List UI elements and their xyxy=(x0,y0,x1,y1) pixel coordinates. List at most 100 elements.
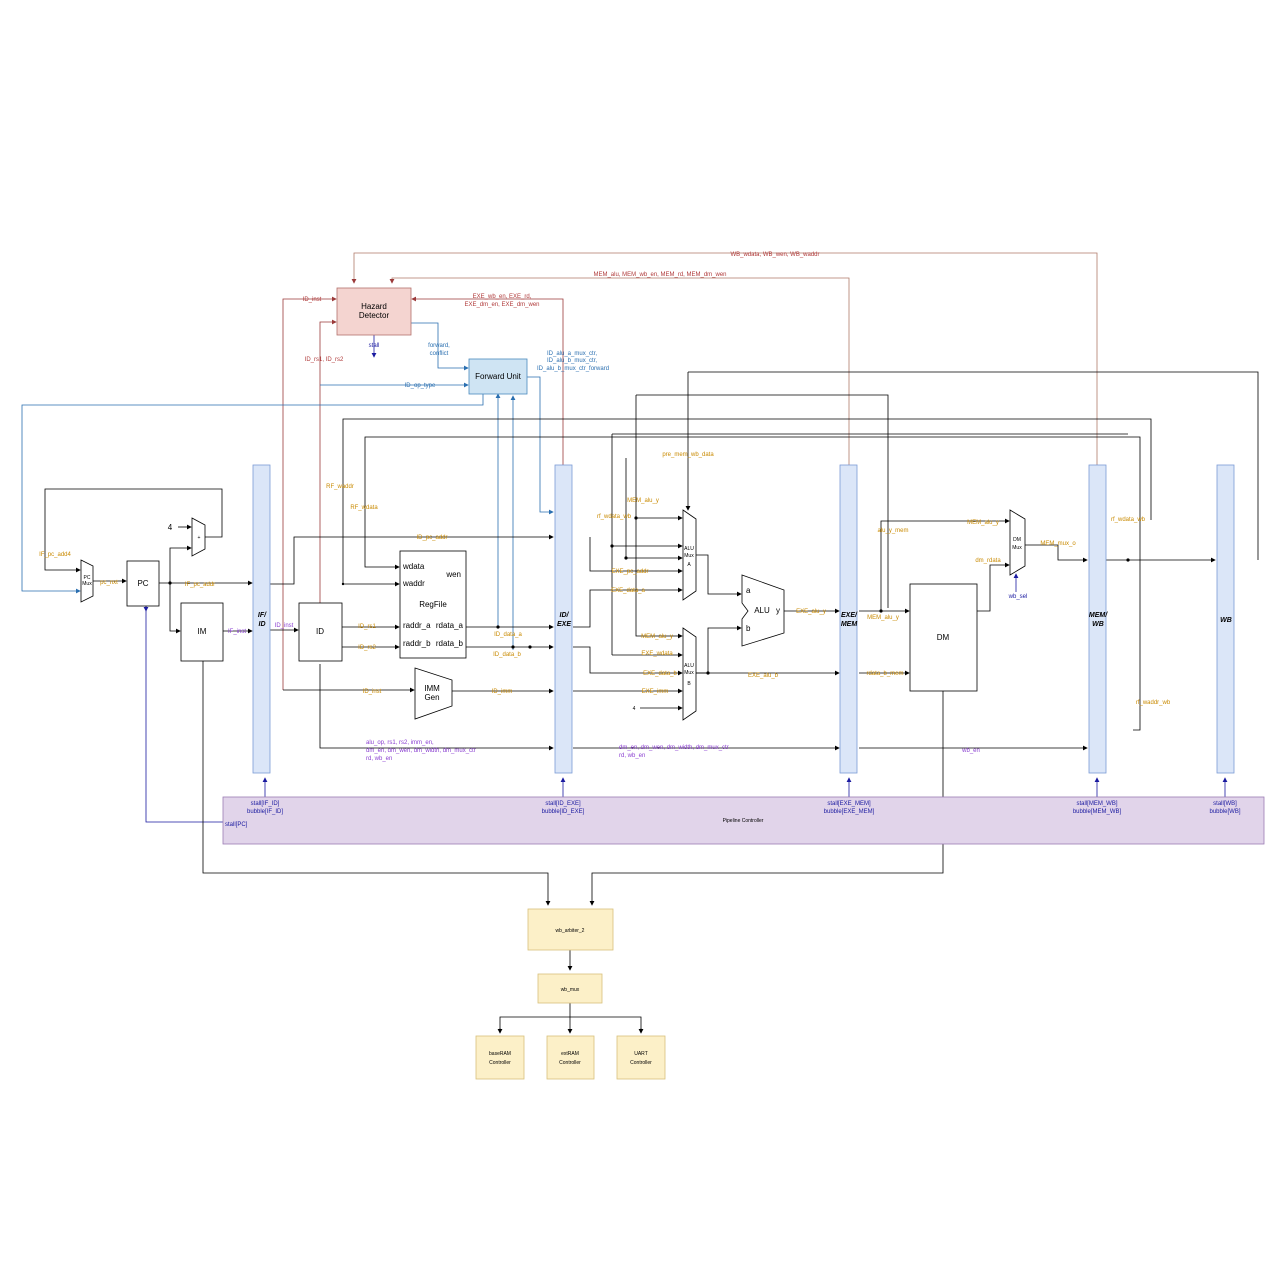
alu-a: a xyxy=(746,586,751,595)
regfile-rdata-b: rdata_b xyxy=(436,639,464,648)
im-block xyxy=(180,602,224,662)
sig-rf-wdata-wb-right: rf_wdata_wb xyxy=(1111,517,1146,523)
sig-id-inst-mid: ID_inst xyxy=(275,623,294,629)
sig-exe-alu-y: EXE_alu_y xyxy=(796,609,826,615)
sig-rf-wdata-wb: rf_wdata_wb xyxy=(597,514,632,520)
stage-mem-wb-label: MEM/WB xyxy=(1089,612,1108,628)
alu-mux-b xyxy=(682,627,697,721)
alu-b: b xyxy=(746,624,751,633)
sig-exe-alu-b: EXE_alu_b xyxy=(748,673,779,679)
const-four: 4 xyxy=(168,523,173,532)
forward-unit xyxy=(468,358,528,395)
pipeline-controller-label: Pipeline Controller xyxy=(723,818,764,824)
sig-pre-mem-wb-data: pre_mem_wb_data xyxy=(662,452,714,458)
sig-id-op-type: ID_op_type xyxy=(405,383,436,389)
wires xyxy=(21,252,1259,1034)
sig-rf-wdata: RF_wdata xyxy=(350,505,378,511)
alu-block xyxy=(741,574,785,647)
dm-label: DM xyxy=(937,633,950,642)
sig-mem-alu-y-mux: MEM_alu_y xyxy=(967,520,999,526)
pc-adder xyxy=(191,517,206,557)
forward-unit-label: Forward Unit xyxy=(475,372,522,381)
alu-mux-a xyxy=(682,509,697,601)
sig-mem-alu-y-dm: MEM_alu_y xyxy=(867,615,899,621)
sig-id-imm: ID_imm xyxy=(492,689,513,695)
im-label: IM xyxy=(198,627,207,636)
alu-y: y xyxy=(776,606,780,615)
sig-exe-wdata: EXE_wdata xyxy=(641,651,673,657)
stage-if-id-label: IF/ID xyxy=(258,612,267,628)
wb-mux-label: wb_mux xyxy=(561,987,580,993)
sig-id-data-a: ID_data_a xyxy=(494,632,522,638)
wb-mux xyxy=(537,973,603,1004)
sig-if-inst: IF_inst xyxy=(228,629,246,635)
stall-pc: stall[PC] xyxy=(225,822,248,828)
regfile-block xyxy=(399,550,467,659)
stage-registers: IF/ID ID/EXE EXE/MEM MEM/WB WB xyxy=(252,464,1235,774)
uart-controller xyxy=(616,1035,666,1080)
stage-mem-wb xyxy=(1088,464,1107,774)
control-labels: stall[PC] stall[IF_ID]bubble[IF_ID] stal… xyxy=(225,801,1241,828)
sig-id-inst-low: ID_inst xyxy=(363,689,382,695)
wb-sel-label: wb_sel xyxy=(1008,594,1028,600)
dm-mux xyxy=(1009,509,1026,576)
sig-if-pc-add4: IF_pc_add4 xyxy=(39,552,71,558)
pipeline-controller xyxy=(222,796,1265,845)
dm-block xyxy=(909,583,978,692)
ctl-exe-mem: stall[EXE_MEM]bubble[EXE_MEM] xyxy=(824,801,875,815)
sig-rf-waddr-wb: rf_waddr_wb xyxy=(1136,700,1171,706)
stage-id-exe xyxy=(554,464,573,774)
stage-wb xyxy=(1216,464,1235,774)
regfile-rdata-a: rdata_a xyxy=(436,621,464,630)
sig-id-pc-addr: ID_pc_addr xyxy=(416,535,447,541)
pc-mux xyxy=(80,559,94,603)
ctl-if-id: stall[IF_ID]bubble[IF_ID] xyxy=(247,801,283,815)
ctl-mem-wb: stall[MEM_WB]bubble[MEM_WB] xyxy=(1073,801,1122,815)
pc-adder-label: + xyxy=(198,535,201,541)
regfile-raddr-b: raddr_b xyxy=(403,639,431,648)
sig-mem-mux-o: MEM_mux_o xyxy=(1040,541,1076,547)
sig-alu-y-mem: alu_y_mem xyxy=(877,528,908,534)
junctions xyxy=(168,516,1130,675)
ctl-wb: stall[WB]bubble[WB] xyxy=(1209,801,1240,815)
wb-arbiter-label: wb_arbiter_2 xyxy=(556,928,585,934)
regfile-wdata: wdata xyxy=(402,562,425,571)
sig-mem-alu-y-top: MEM_alu_y xyxy=(627,498,659,504)
sig-rdata-b-mem: rdata_b_mem xyxy=(866,671,903,677)
stage-if-id xyxy=(252,464,271,774)
stage-exe-mem xyxy=(839,464,858,774)
signal-labels: WB_wdata, WB_wen, WB_waddr MEM_alu, MEM_… xyxy=(39,252,1171,762)
sig-exe-imm: EXE_imm xyxy=(642,689,669,695)
sig-exe-pc-addr: EXE_pc_addr xyxy=(611,569,648,575)
sig-wb-en: wb_en xyxy=(961,748,980,754)
sig-rf-waddr: RF_waddr xyxy=(326,484,354,490)
hazard-detector xyxy=(336,287,412,336)
sig-id-alu-ctr: ID_alu_a_mux_ctr,ID_alu_b_mux_ctr,ID_alu… xyxy=(537,351,609,372)
sig-forward-conflict: forward,conflict xyxy=(428,343,450,357)
sig-mem-alu-y-low: MEM_alu_y xyxy=(641,634,673,640)
sig-id-inst-top: ID_inst xyxy=(303,297,322,303)
sig-exe-data-b: EXE_data_b xyxy=(643,671,677,677)
stage-id-exe-label: ID/EXE xyxy=(557,612,571,628)
sig-id-rs1: ID_rs1 xyxy=(358,624,376,630)
alu-title: ALU xyxy=(754,606,770,615)
sig-mem-feedback: MEM_alu, MEM_wb_en, MEM_rd, MEM_dm_wen xyxy=(593,272,726,278)
imm-gen xyxy=(414,667,453,720)
regfile-title: RegFile xyxy=(419,600,447,609)
sig-id-rs2: ID_rs2 xyxy=(358,645,376,651)
regfile-waddr: waddr xyxy=(402,579,425,588)
pc-label: PC xyxy=(137,579,148,588)
stage-exe-mem-label: EXE/MEM xyxy=(841,612,858,628)
sig-if-pc-addr: IF_pc_addr xyxy=(185,582,215,588)
base-ram-controller xyxy=(475,1035,525,1080)
